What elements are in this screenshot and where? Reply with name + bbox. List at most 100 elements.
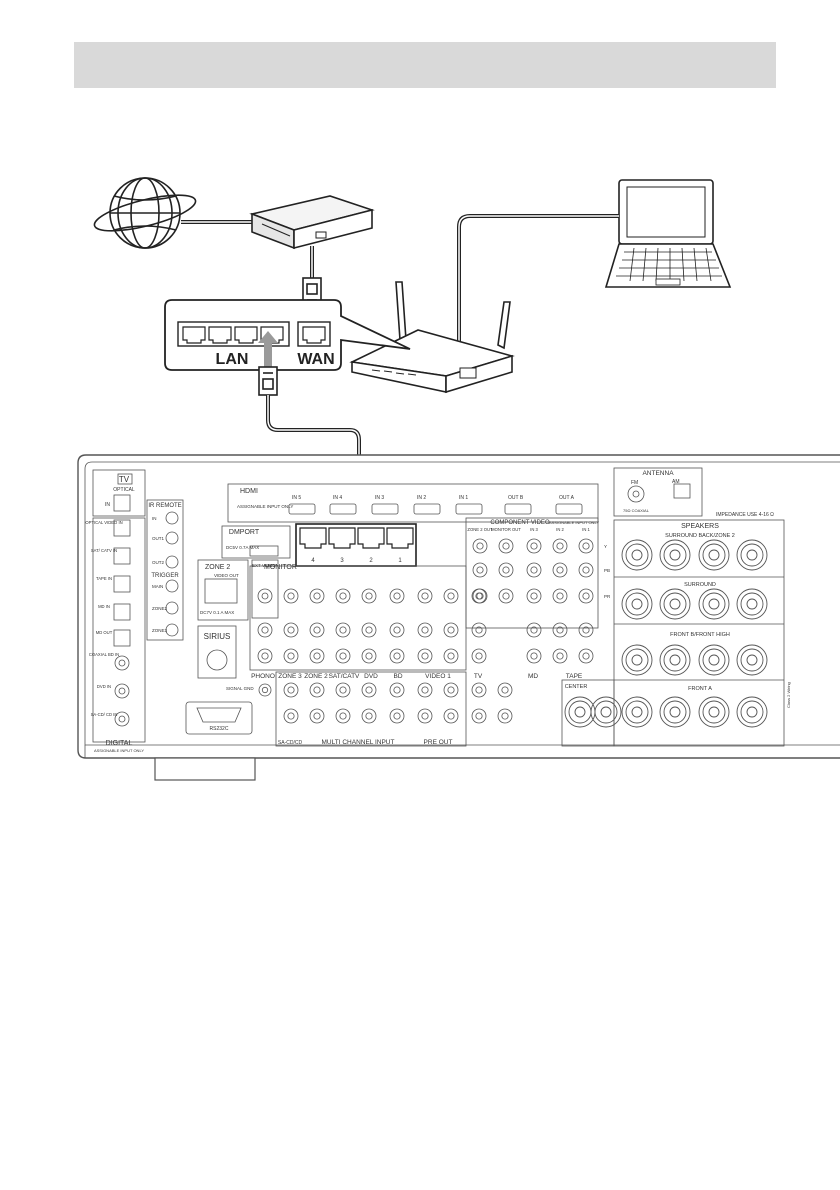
am-label: AM [672, 479, 680, 485]
lan-port-number: 4 [311, 558, 315, 564]
hdmi-input-label: IN 4 [333, 495, 342, 501]
receiver-lan-ports: 4 3 2 1 [295, 523, 417, 567]
multi-channel-label: MULTI CHANNEL INPUT [322, 739, 395, 746]
digital-input-label: MD IN [98, 604, 110, 609]
hdmi-input-label: IN 3 [375, 495, 384, 501]
component-col-label: IN 2 [556, 527, 564, 532]
globe-icon [93, 177, 197, 249]
digital-input-label: COAXIAL BD IN [89, 652, 119, 657]
jack-group-label: ZONE 3 [278, 673, 302, 680]
tv-label: TV [119, 475, 130, 484]
component-jacks [472, 538, 594, 664]
jack-group-label: BD [393, 673, 402, 680]
trigger-row-label: ZONE3 [152, 628, 168, 633]
laptop-cable [457, 214, 619, 345]
hdmi-input-label: IN 5 [292, 495, 301, 501]
lan-port-number: 3 [340, 558, 344, 564]
wan-label: WAN [297, 351, 334, 368]
digital-input-label: SAT/ CATV IN [91, 548, 117, 553]
center-label: CENTER [565, 684, 588, 690]
component-row-label: PR [604, 594, 611, 599]
zone2-power: DC7V 0.1 A MAX [200, 610, 234, 615]
lan-port-number: 1 [398, 558, 402, 564]
hdmi-input-label: IN 1 [459, 495, 468, 501]
ir-remote-label: IR REMOTE [148, 503, 181, 509]
lan-label: LAN [216, 351, 249, 368]
sacd-cd-label: SA-CD/CD [278, 740, 303, 746]
zone2-video-out: VIDEO OUT [214, 573, 239, 578]
digital-input-label: DVD IN [97, 684, 111, 689]
impedance-label: IMPEDANCE USE 4-16 Ω [716, 512, 774, 518]
arrow-into-lan [258, 331, 278, 367]
component-col-label: IN 1 [582, 527, 590, 532]
dmport-label: DMPORT [229, 529, 260, 536]
front-b-high-label: FRONT B/FRONT HIGH [670, 632, 730, 638]
lan-port-number: 2 [369, 558, 373, 564]
trigger-row-label: MAIN [152, 584, 163, 589]
class2-wiring-label: Class 2 Wiring [786, 682, 791, 708]
speaker-terminals [564, 539, 768, 728]
analog-jack-grid [257, 588, 513, 724]
hdmi-assignable: ASSIGNABLE INPUT ONLY [237, 504, 293, 509]
rs232c-label: RS232C [210, 726, 229, 732]
lan-port-numbers: 4 3 2 1 [311, 558, 402, 564]
component-video-label: COMPONENT VIDEO [490, 520, 550, 526]
component-col-label: IN 3 [530, 527, 538, 532]
component-assignable: ASSIGNABLE INPUT ONLY [549, 520, 599, 525]
digital-assignable: ASSIGNABLE INPUT ONLY [94, 748, 144, 753]
modem-icon [249, 195, 375, 250]
laptop-icon [604, 179, 732, 288]
trigger-row-label: ZONE2 [152, 606, 168, 611]
component-col-label: MONITOR OUT [491, 527, 521, 532]
digital-input-label: TAPE IN [96, 576, 112, 581]
speakers-label: SPEAKERS [681, 523, 719, 530]
digital-input-label: SA-CD/ CD IN [91, 712, 118, 717]
ext-video-label: EXT VIDEO [252, 563, 276, 568]
tv-in-label: IN [105, 502, 110, 508]
jack-group-label: DVD [364, 673, 378, 680]
jack-group-label: ZONE 2 [304, 673, 328, 680]
jack-group-label: VIDEO 1 [425, 673, 451, 680]
component-row-label: Y [604, 544, 607, 549]
hdmi-input-labels: IN 5 IN 4 IN 3 IN 2 IN 1 [292, 495, 468, 501]
section-header-bar [74, 42, 776, 88]
optical-label: OPTICAL [113, 487, 135, 493]
digital-input-labels: OPTICAL VIDEO IN SAT/ CATV IN TAPE IN MD IN… [85, 520, 122, 717]
sirius-label: SIRIUS [204, 632, 231, 641]
component-col-label: ZONE 2 OUT [467, 527, 493, 532]
hdmi-label: HDMI [240, 488, 258, 495]
jack-group-label: TAPE [566, 673, 583, 680]
front-a-label: FRONT A [688, 686, 712, 692]
surround-label: SURROUND [684, 582, 716, 588]
digital-input-label: OPTICAL VIDEO IN [85, 520, 122, 525]
dmport-spec: DC5V 0.7A MAX [226, 545, 259, 550]
receiver-rear-panel [77, 454, 840, 781]
trigger-label: TRIGGER [151, 573, 179, 579]
fm-label: FM [631, 480, 638, 486]
signal-gnd-label: SIGNAL GND [226, 686, 254, 691]
hdmi-out-a: OUT A [559, 495, 575, 501]
hdmi-out-b: OUT B [508, 495, 524, 501]
wireless-router-icon [349, 281, 515, 394]
component-row-label: PB [604, 568, 610, 573]
zone2-label: ZONE 2 [205, 564, 230, 571]
surround-back-zone2-label: SURROUND BACK/ZONE 2 [665, 533, 735, 539]
jack-group-label: PHONO [251, 673, 275, 680]
jack-group-label: SAT/CATV [329, 673, 360, 680]
ir-row-label: OUT2 [152, 560, 164, 565]
ir-row-label: OUT1 [152, 536, 164, 541]
hdmi-input-label: IN 2 [417, 495, 426, 501]
monitor-label: MONITOR [264, 564, 297, 571]
jack-group-label: MD [528, 673, 538, 680]
digital-label: DIGITAL [106, 740, 133, 747]
jack-group-label: TV [474, 673, 483, 680]
antenna-label: ANTENNA [642, 470, 674, 477]
fm-coaxial-label: 75Ω COAXIAL [623, 508, 650, 513]
digital-input-label: MD OUT [96, 630, 113, 635]
ir-row-label: IN [152, 516, 157, 521]
ethernet-plug-lan [258, 366, 278, 396]
